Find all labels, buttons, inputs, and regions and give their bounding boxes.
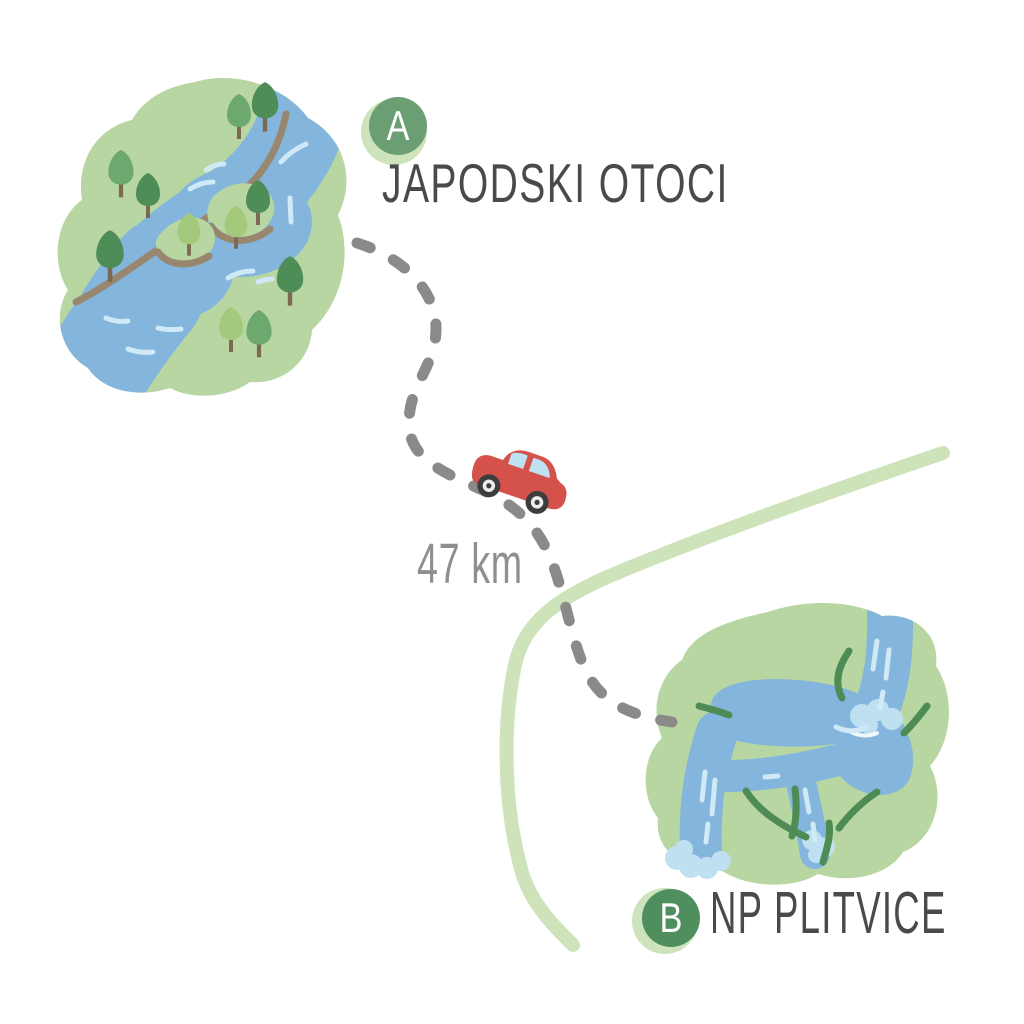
forest (96, 82, 304, 358)
waterfall-highlight (870, 638, 880, 672)
waterfall-highlight (883, 647, 892, 681)
tree-canopy (246, 180, 270, 213)
waterfall-highlight (699, 769, 708, 803)
road-line (499, 446, 950, 952)
tree-trunk (256, 334, 262, 358)
wave-line (225, 268, 256, 281)
contour-line (900, 702, 931, 737)
waterfall-highlight (877, 689, 886, 711)
tree-icon (224, 205, 248, 249)
tree-trunk (287, 281, 293, 306)
car-icon (471, 450, 567, 514)
tree-canopy (96, 230, 124, 269)
tree-trunk (187, 234, 191, 256)
tree-canopy (177, 212, 201, 245)
tree-trunk (118, 174, 124, 198)
tree-canopy (276, 256, 304, 293)
contour-line (742, 787, 810, 841)
lakes-and-falls (679, 603, 931, 873)
waterfall-highlight (810, 821, 818, 843)
tree-icon (246, 180, 270, 225)
waterfall-highlight (802, 787, 812, 815)
foam-icon (665, 840, 731, 879)
contour-line (835, 788, 881, 832)
contour-line (834, 647, 853, 702)
tree-trunk (237, 117, 241, 139)
contour-line (695, 702, 733, 719)
tree-icon (108, 150, 134, 198)
tree-canopy (251, 82, 279, 119)
wave-line (125, 346, 156, 355)
contour-line (788, 785, 800, 840)
waterfall-highlight (703, 821, 711, 845)
tree-icon (227, 94, 251, 139)
marker-b-letter: B (659, 894, 683, 941)
tree-canopy (219, 307, 243, 340)
origin-title: JAPODSKI OTOCI (382, 152, 729, 214)
tree-trunk (256, 203, 260, 225)
tree-icon (177, 212, 201, 256)
car-wheel (525, 490, 549, 514)
tree-icon (276, 256, 304, 306)
map-area-b-illustration (645, 603, 949, 885)
wave-line (287, 195, 294, 225)
tree-icon (96, 230, 124, 282)
channel-highlight (762, 773, 781, 780)
tree-trunk (234, 227, 238, 249)
tree-canopy (246, 310, 272, 345)
waterfall-highlight (709, 777, 718, 817)
wave-line (255, 276, 275, 285)
tree-trunk (107, 256, 113, 282)
marker-b: B (642, 889, 700, 947)
car-windshield (528, 457, 550, 479)
car-body (471, 450, 567, 510)
wave-line (278, 141, 309, 165)
tree-canopy (108, 150, 134, 185)
wave-line (203, 161, 227, 173)
map-area-a-illustration (57, 78, 347, 396)
tree-icon (251, 82, 279, 132)
destination-title: NP PLITVICE (710, 880, 947, 946)
tree-icon (136, 173, 160, 218)
contour-line (819, 819, 833, 866)
lake-highlight (833, 724, 869, 734)
wave-line (103, 315, 131, 324)
tree-canopy (224, 205, 248, 238)
tree-trunk (262, 107, 268, 132)
wave-line (155, 325, 184, 333)
island-bank-line (154, 248, 213, 268)
car-wheel (477, 474, 501, 498)
river-icon (57, 78, 347, 396)
wave-line (187, 179, 216, 192)
car-rear-window (508, 452, 528, 470)
tree-canopy (136, 173, 160, 206)
channel (708, 742, 862, 792)
distance-label: 47 km (417, 532, 523, 596)
marker-a: A (369, 97, 427, 155)
tree-canopy (227, 94, 251, 127)
tree-icon (246, 310, 272, 358)
tree-trunk (229, 330, 233, 352)
marker-a-letter: A (386, 102, 410, 149)
tree-icon (219, 307, 243, 352)
tree-trunk (146, 196, 150, 218)
